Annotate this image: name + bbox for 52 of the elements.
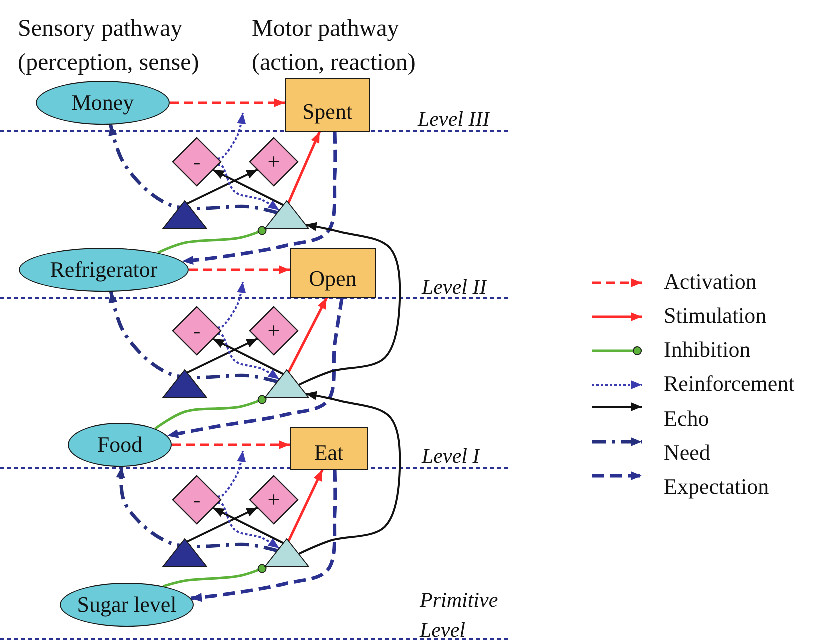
arrow: [218, 112, 246, 160]
legend-label: Inhibition: [664, 339, 751, 361]
arrow: [298, 391, 402, 556]
inhibition-connector: [154, 395, 267, 430]
action-box: [290, 248, 376, 298]
arrow: [186, 506, 258, 543]
sign-label: -: [193, 489, 201, 511]
arrow: [116, 466, 278, 553]
arrow: [172, 440, 290, 450]
node-label: Money: [72, 92, 134, 114]
level-label: Level III: [418, 106, 492, 133]
arrow: [189, 266, 290, 274]
pathway-heading: Motor pathway (action, reaction): [252, 15, 417, 78]
inhibition-connector: [158, 226, 267, 254]
sign-label: -: [193, 320, 201, 342]
arrow: [167, 298, 344, 438]
arrow: [218, 450, 246, 498]
ellipse-node: [68, 423, 172, 467]
sign-label: +: [268, 489, 280, 511]
arrow: [218, 282, 246, 329]
sign-label: +: [268, 320, 280, 342]
legend-label: Need: [664, 442, 710, 464]
arrow: [298, 222, 402, 386]
pathway-heading: Sensory pathway (perception, sense): [18, 15, 200, 78]
node-label: Spent: [302, 101, 353, 123]
legend-label: Expectation: [664, 476, 770, 498]
legend-label: Echo: [664, 408, 710, 430]
node-label: Open: [309, 268, 357, 290]
legend-label: Reinforcement: [664, 373, 795, 395]
arrow: [108, 124, 278, 215]
action-box: [285, 78, 370, 132]
sign-label: +: [268, 151, 280, 173]
action-box: [290, 427, 368, 470]
arrow: [170, 98, 285, 108]
level-label: Level I: [422, 443, 482, 470]
node-label: Refrigerator: [50, 259, 158, 281]
arrow: [182, 132, 338, 266]
node-label: Sugar level: [77, 594, 177, 616]
arrow: [288, 132, 321, 204]
arrow: [186, 338, 258, 374]
arrow: [288, 297, 328, 373]
node-label: Food: [97, 434, 143, 456]
inhibition-connector: [163, 564, 267, 588]
legend-label: Activation: [664, 271, 757, 293]
sign-label: -: [193, 151, 201, 173]
node-label: Eat: [314, 442, 344, 464]
arrow: [190, 470, 338, 602]
arrow: [288, 469, 324, 542]
level-label: Primitive Level: [420, 587, 500, 642]
level-label: Level II: [422, 274, 488, 301]
legend-label: Stimulation: [664, 305, 767, 327]
arrow: [186, 168, 258, 205]
